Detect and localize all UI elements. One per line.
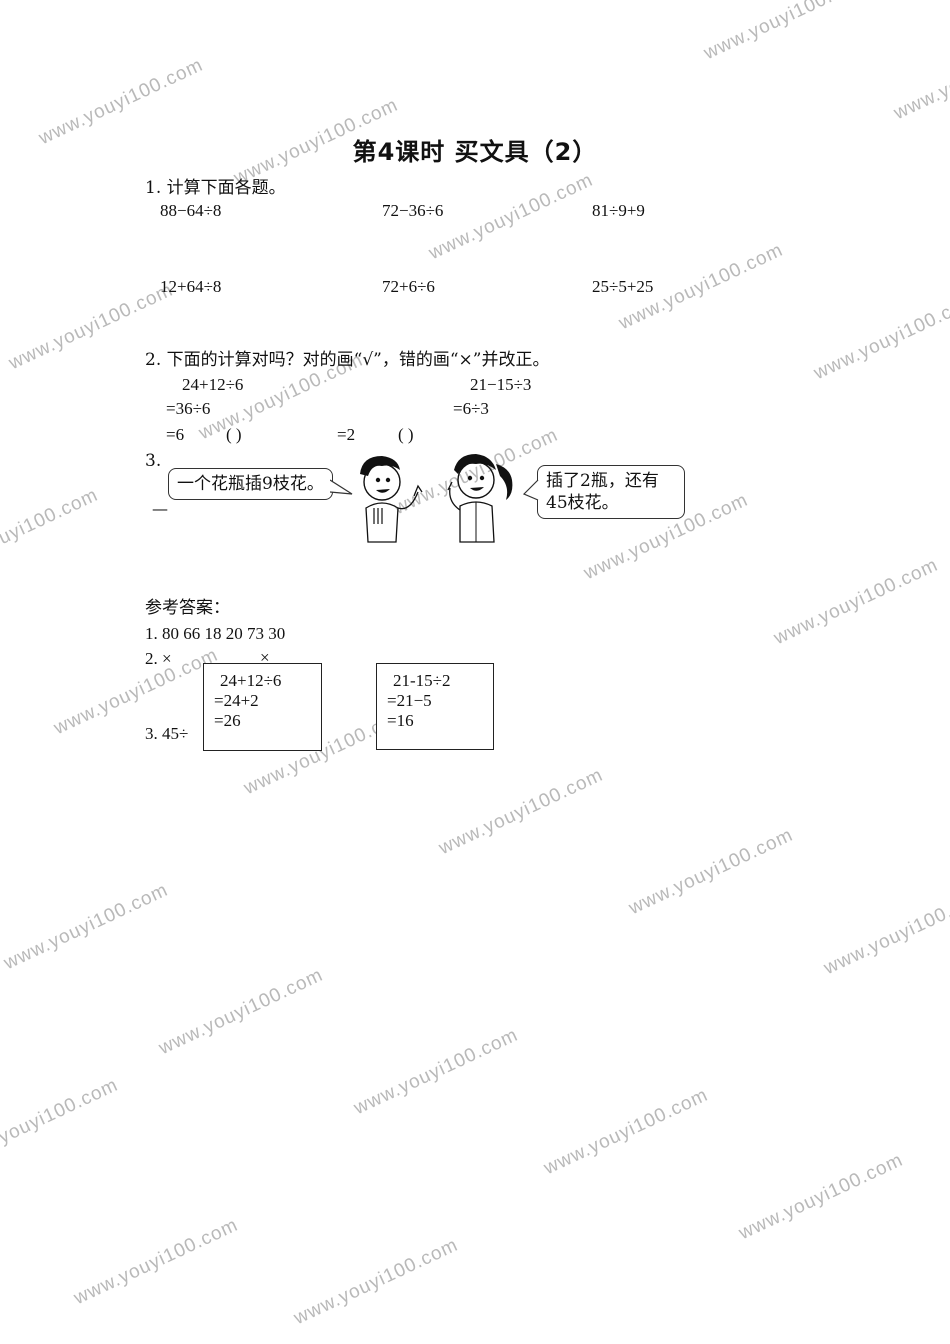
box-right-line1: 21-15÷2 <box>393 671 451 690</box>
q2-left-answer-paren[interactable]: ( ) <box>226 425 242 444</box>
watermark-text: www.youyi100.com <box>700 0 872 65</box>
watermark-text: www.youyi100.com <box>770 554 942 650</box>
watermark-text: www.youyi100.com <box>810 289 950 385</box>
girl-speech-line-1: 插了2瓶，还有 <box>546 471 659 491</box>
watermark-text: www.youyi100.com <box>290 1234 462 1330</box>
watermark-text: www.youyi100.com <box>0 1074 122 1170</box>
box-left-line1: 24+12÷6 <box>220 671 282 690</box>
girl-bubble-tail-icon <box>522 479 539 501</box>
q1-expr-2: 72−36÷6 <box>382 201 444 220</box>
watermark-text: www.youyi100.com <box>50 644 222 740</box>
box-left-line2: =24+2 <box>214 691 259 710</box>
watermark-text: www.youyi100.com <box>435 764 607 860</box>
watermark-text: www.youyi100.com <box>890 29 950 125</box>
watermark-text: www.youyi100.com <box>425 169 597 265</box>
answer-1: 1. 80 66 18 20 73 30 <box>145 624 286 643</box>
watermark-text: www.youyi100.com <box>0 879 172 975</box>
box-right-line3: =16 <box>387 711 414 730</box>
q1-expr-1: 88−64÷8 <box>160 201 222 220</box>
answers-label: 参考答案： <box>145 598 230 618</box>
watermark-text: www.youyi100.com <box>0 484 102 580</box>
question-3-label: 3. <box>145 451 162 471</box>
q2-right-answer-paren[interactable]: ( ) <box>398 425 414 444</box>
answer-2-mark: × <box>260 648 270 667</box>
page-title: 第4课时 买文具（2） <box>352 138 598 166</box>
correction-box-right: 21-15÷2 =21−5 =16 <box>376 663 494 750</box>
q2-left-line2: =36÷6 <box>166 399 211 418</box>
answer-2-prefix: 2. × <box>145 649 172 668</box>
watermark-text: www.youyi100.com <box>540 1084 712 1180</box>
answer-3: 3. 45÷ <box>145 724 189 743</box>
q1-expr-3: 81÷9+9 <box>592 201 645 220</box>
watermark-text: www.youyi100.com <box>155 964 327 1060</box>
q2-left-line3: =6 <box>166 425 185 444</box>
watermark-text: www.youyi100.com <box>735 1149 907 1245</box>
q2-left-line1: 24+12÷6 <box>182 375 244 394</box>
watermark-text: www.youyi100.com <box>820 884 950 980</box>
boy-illustration-icon <box>360 456 423 543</box>
q1-expr-5: 72+6÷6 <box>382 277 435 296</box>
question-1-label: 1. 计算下面各题。 <box>145 178 286 198</box>
q1-expr-4: 12+64÷8 <box>160 277 222 296</box>
girl-illustration-icon <box>447 454 513 543</box>
boy-speech-bubble: 一个花瓶插9枝花。 <box>168 468 333 500</box>
question-2-label: 2. 下面的计算对吗？对的画“√”，错的画“×”并改正。 <box>145 350 550 370</box>
watermark-text: www.youyi100.com <box>350 1024 522 1120</box>
boy-bubble-tail-icon <box>330 479 353 495</box>
watermark-text: www.youyi100.com <box>70 1214 242 1310</box>
box-right-line2: =21−5 <box>387 691 432 710</box>
boy-speech-text: 一个花瓶插9枝花。 <box>177 474 324 494</box>
q1-expr-6: 25÷5+25 <box>592 277 654 296</box>
watermark-text: www.youyi100.com <box>625 824 797 920</box>
girl-speech-line-2: 45枝花。 <box>546 493 619 513</box>
q2-right-line3: =2 <box>337 425 356 444</box>
box-left-line3: =26 <box>214 711 241 730</box>
correction-box-left: 24+12÷6 =24+2 =26 <box>203 663 322 751</box>
q2-right-line2: =6÷3 <box>453 399 489 418</box>
answer-blank-line[interactable]: — <box>152 499 168 518</box>
q2-right-line1: 21−15÷3 <box>470 375 532 394</box>
girl-speech-bubble: 插了2瓶，还有 45枝花。 <box>537 465 685 519</box>
